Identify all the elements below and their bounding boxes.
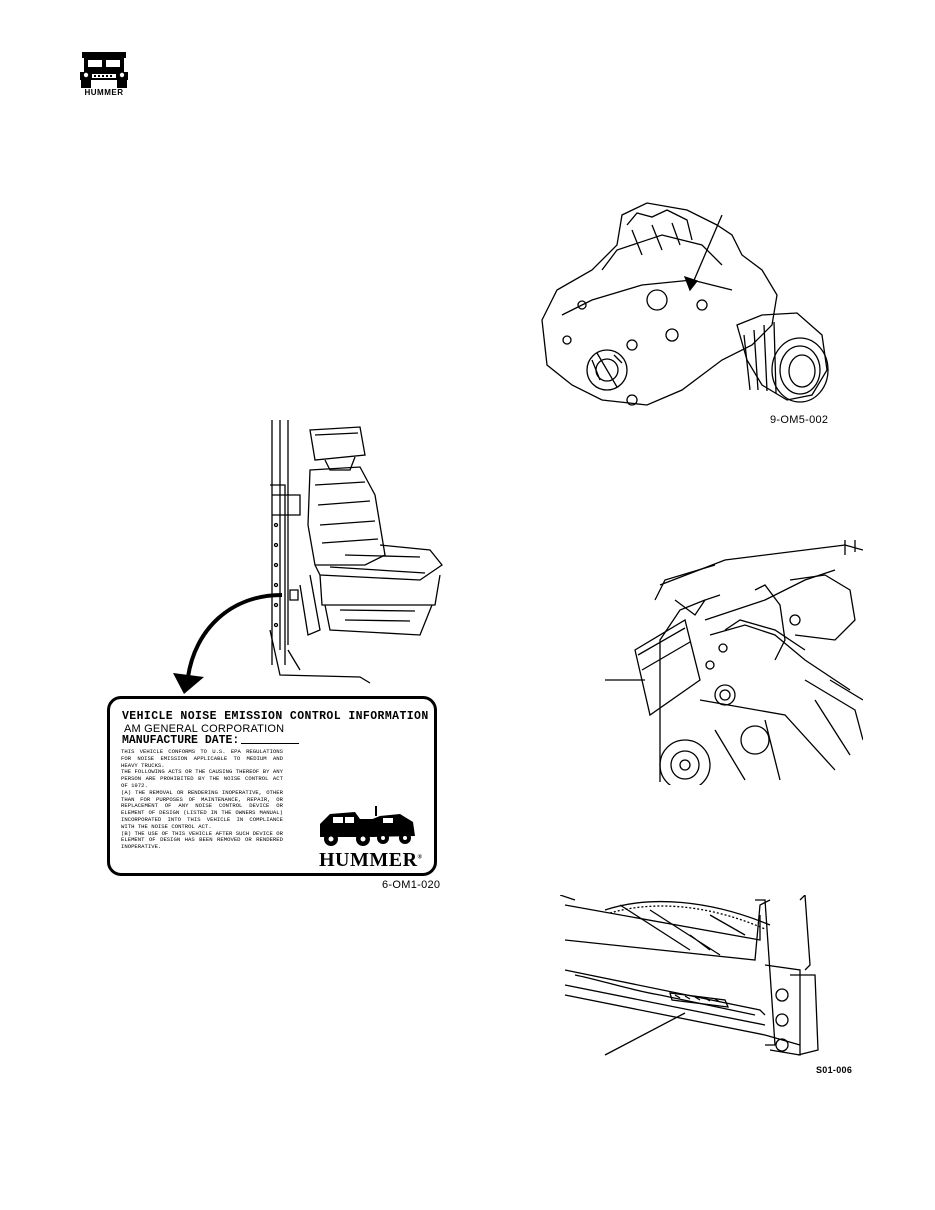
hummer-logo: HUMMER [78, 50, 130, 98]
manufacture-date-line [241, 743, 299, 744]
emission-label-title: VEHICLE NOISE EMISSION CONTROL INFORMATI… [122, 710, 429, 723]
emission-label-body: THIS VEHICLE CONFORMS TO U.S. EPA REGULA… [121, 748, 283, 851]
transfer-case-drawing [541, 202, 829, 406]
emission-label-corporation: AM GENERAL CORPORATION [124, 723, 285, 735]
seat-drawing [173, 420, 443, 694]
logo-text: HUMMER [84, 88, 124, 97]
door-sill-caption: S01-006 [816, 1065, 853, 1075]
transfer-case-caption: 9-OM5-002 [770, 414, 829, 426]
engine-drawing [605, 540, 864, 791]
hummer-vehicle-illustration [315, 804, 420, 849]
door-sill-figure: S01-006 [559, 893, 860, 1085]
emission-label: VEHICLE NOISE EMISSION CONTROL INFORMATI… [107, 696, 437, 876]
manufacture-date-label: MANUFACTURE DATE: [122, 734, 240, 747]
seat-figure [170, 415, 445, 695]
hummer-logo-icon [80, 52, 128, 88]
door-sill-drawing [559, 893, 819, 1056]
emission-label-brand-text: HUMMER [319, 849, 418, 871]
hummer-vehicle-icon [320, 806, 415, 846]
transfer-case-figure: 9-OM5-002 [522, 195, 842, 430]
seat-label-caption: 6-OM1-020 [382, 879, 441, 891]
engine-figure [605, 540, 864, 791]
emission-label-brand: HUMMER® [319, 849, 423, 871]
